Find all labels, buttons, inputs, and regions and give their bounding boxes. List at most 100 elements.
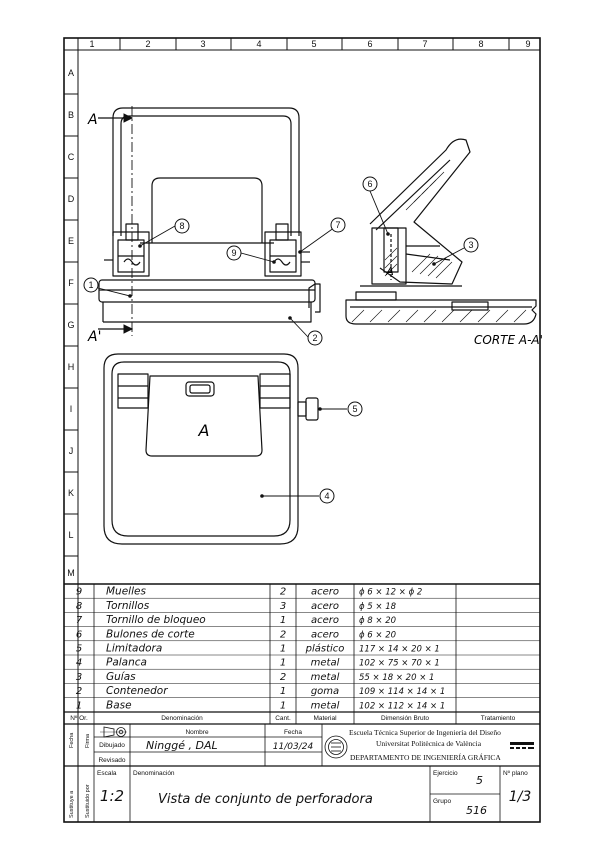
svg-text:8: 8 [179, 221, 184, 231]
title-block-grid [64, 724, 540, 822]
grid-row-g: G [67, 320, 74, 330]
parts-list-header: Nº Or. Denominación Cant. Material Dimen… [70, 715, 515, 722]
cell-dim: 55 × 18 × 20 × 1 [359, 673, 434, 683]
cell-n: 2 [76, 686, 82, 697]
grid-col-6: 6 [367, 39, 372, 49]
cell-material: acero [311, 587, 339, 598]
grid-row-h: H [68, 362, 75, 372]
cell-name: Tornillo de bloqueo [106, 614, 206, 626]
cell-n: 7 [76, 615, 83, 626]
group-value: 516 [466, 804, 487, 817]
grid-col-2: 2 [145, 39, 150, 49]
grid-col-5: 5 [311, 39, 316, 49]
leader-dots [128, 232, 436, 498]
school-emblem-icon [324, 735, 348, 759]
grid-column-labels: 1 2 3 4 5 6 7 8 9 [89, 39, 530, 49]
cell-name: Palanca [106, 657, 147, 669]
section-letter-mark: A [385, 265, 394, 278]
cell-material: metal [311, 658, 340, 669]
grid-row-labels: A B C D E F G H I J K L M [67, 68, 75, 578]
cell-qty: 1 [280, 658, 286, 669]
cell-qty: 2 [280, 672, 286, 683]
cell-n: 9 [76, 587, 82, 598]
cell-n: 1 [76, 700, 82, 711]
grid-col-7: 7 [422, 39, 427, 49]
side-label-firma: Firma [85, 733, 91, 748]
grid-row-a: A [68, 68, 74, 78]
section-line [98, 106, 134, 336]
svg-text:7: 7 [335, 220, 340, 230]
group-label: Grupo [433, 798, 451, 805]
cell-material: acero [311, 615, 339, 626]
header-name: Denominación [161, 715, 203, 722]
title-label: Denominación [133, 770, 175, 777]
cell-qty: 1 [280, 615, 286, 626]
title-block-text: Nombre Fecha Dibujado Ninggé , DAL 11/03… [97, 728, 531, 817]
school-line-2: Universitat Politècnica de València [376, 739, 482, 748]
cell-n: 5 [76, 644, 82, 655]
balloon-1: 1 [83, 277, 99, 293]
balloon-2: 2 [307, 330, 323, 346]
svg-text:1: 1 [88, 280, 93, 290]
cell-name: Contenedor [106, 685, 168, 697]
cell-qty: 1 [280, 700, 286, 711]
cell-material: acero [311, 629, 339, 640]
grid-row-b: B [68, 110, 74, 120]
cell-qty: 1 [280, 686, 286, 697]
title-side-labels: Fecha Firma Sustituye a Sustituido por [69, 732, 91, 818]
cell-n: 3 [76, 672, 82, 683]
cell-material: acero [311, 601, 339, 612]
cell-dim: 117 × 14 × 20 × 1 [359, 645, 440, 655]
grid-row-e: E [68, 236, 74, 246]
cell-dim: ϕ 5 × 18 [359, 602, 397, 612]
cell-qty: 1 [280, 644, 286, 655]
cell-n: 4 [76, 658, 82, 669]
cell-material: goma [311, 686, 339, 697]
front-view [98, 107, 321, 323]
cell-dim: ϕ 6 × 12 × ϕ 2 [359, 588, 422, 598]
sheet-number-label: Nº plano [503, 770, 528, 777]
svg-text:3: 3 [468, 240, 473, 250]
header-quantity: Cant. [275, 715, 291, 722]
grid-col-3: 3 [200, 39, 205, 49]
balloon-8: 8 [174, 218, 190, 234]
scale-label: Escala [97, 770, 117, 777]
cell-name: Guías [106, 671, 136, 683]
table-row: 3 Guías 2 metal 55 × 18 × 20 × 1 [76, 671, 435, 683]
grid-row-l: L [68, 530, 73, 540]
grid-col-1: 1 [89, 39, 94, 49]
cell-dim: 102 × 112 × 14 × 1 [359, 701, 445, 711]
balloon-5: 5 [347, 401, 363, 417]
table-row: 2 Contenedor 1 goma 109 × 114 × 14 × 1 [76, 685, 445, 697]
grid-col-8: 8 [478, 39, 483, 49]
svg-text:5: 5 [352, 404, 357, 414]
top-view [103, 353, 319, 545]
name-header: Nombre [185, 729, 209, 736]
cell-dim: ϕ 8 × 20 [359, 616, 396, 626]
section-mark-top: A [87, 112, 98, 128]
grid-row-m: M [67, 568, 75, 578]
svg-text:2: 2 [312, 333, 317, 343]
header-treatment: Tratamiento [481, 715, 516, 722]
grid-row-j: J [69, 446, 74, 456]
grid-row-d: D [68, 194, 75, 204]
cell-dim: 109 × 114 × 14 × 1 [359, 687, 445, 697]
grid-col-9: 9 [525, 39, 530, 49]
cell-qty: 2 [280, 629, 286, 640]
table-row: 7 Tornillo de bloqueo 1 acero ϕ 8 × 20 [76, 614, 396, 626]
parts-list-row-lines [64, 597, 540, 698]
sheet-number-value: 1/3 [509, 789, 532, 805]
drawn-date: 11/03/24 [273, 742, 314, 752]
svg-text:9: 9 [231, 248, 236, 258]
balloon-9: 9 [226, 245, 242, 261]
leader-lines [97, 190, 465, 497]
cell-material: metal [311, 672, 340, 683]
balloon-3: 3 [463, 237, 479, 253]
cell-name: Tornillos [106, 600, 150, 612]
